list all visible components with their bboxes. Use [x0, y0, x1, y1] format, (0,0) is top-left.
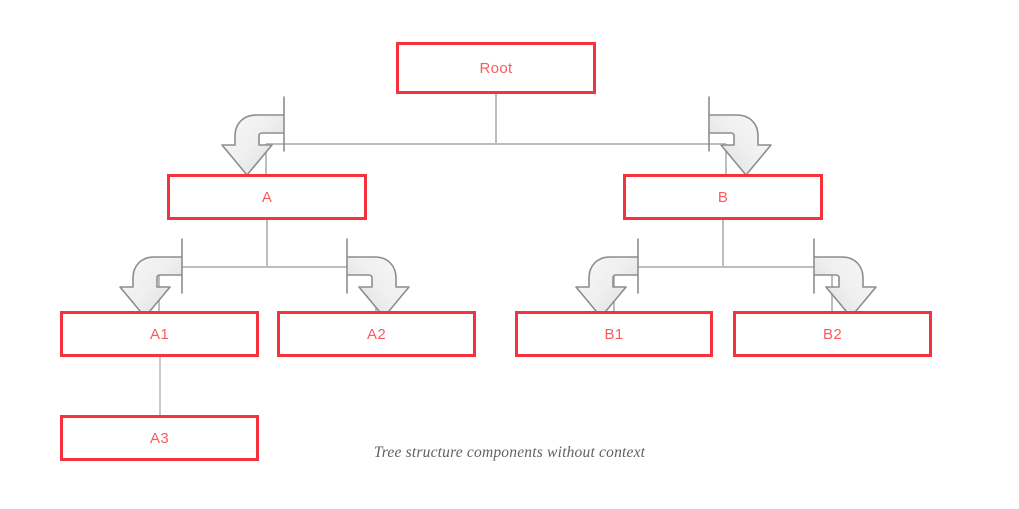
- tree-node-label: A1: [150, 325, 169, 343]
- connector-root-to-children: [265, 94, 727, 174]
- tree-node-label: B1: [604, 325, 624, 343]
- tree-node-label: A2: [367, 325, 386, 343]
- curved-arrow-down-left-icon: [221, 96, 285, 176]
- tree-node-a2[interactable]: A2: [277, 311, 476, 357]
- tree-node-label: A3: [150, 429, 169, 447]
- curved-arrow-down-right-icon: [813, 238, 877, 318]
- tree-node-b2[interactable]: B2: [733, 311, 932, 357]
- tree-node-label: B: [717, 188, 729, 206]
- tree-node-label: A: [261, 188, 273, 206]
- curved-arrow-down-left-icon: [119, 238, 183, 318]
- tree-node-label: B2: [823, 325, 842, 343]
- diagram-caption: Tree structure components without contex…: [0, 444, 1019, 462]
- tree-node-a3[interactable]: A3: [60, 415, 259, 461]
- connector-a-to-children: [158, 220, 377, 311]
- tree-node-a[interactable]: A: [167, 174, 367, 220]
- tree-node-a1[interactable]: A1: [60, 311, 259, 357]
- tree-node-root[interactable]: Root: [396, 42, 596, 94]
- curved-arrow-down-right-icon: [346, 238, 410, 318]
- connector-b-to-children: [613, 220, 833, 311]
- tree-node-b[interactable]: B: [623, 174, 823, 220]
- tree-node-label: Root: [479, 59, 513, 77]
- curved-arrow-down-left-icon: [575, 238, 639, 318]
- curved-arrow-down-right-icon: [708, 96, 772, 176]
- tree-node-b1[interactable]: B1: [515, 311, 713, 357]
- diagram-caption-text: Tree structure components without contex…: [373, 444, 646, 461]
